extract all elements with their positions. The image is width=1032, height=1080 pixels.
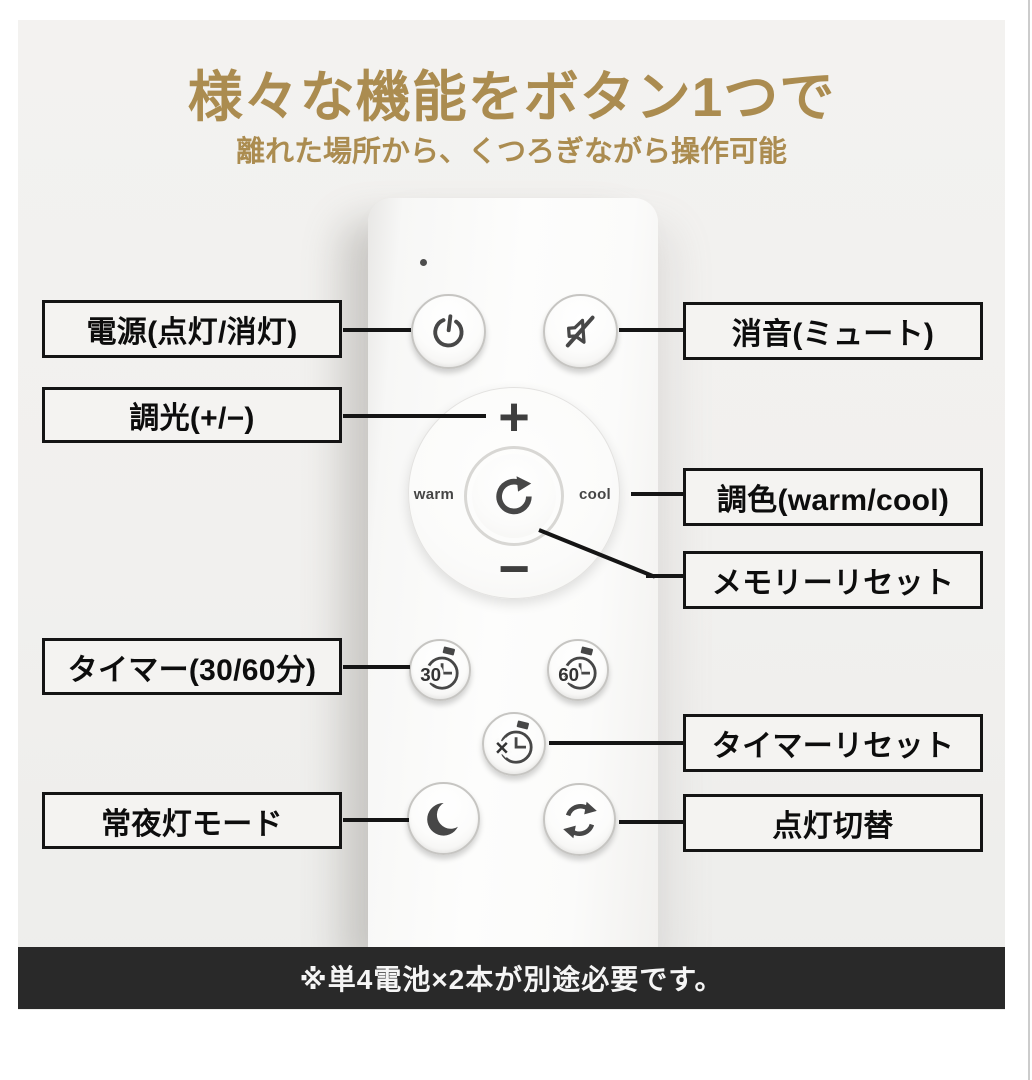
leader-line-power — [343, 328, 411, 332]
label-light-switch-text: 点灯切替 — [772, 810, 894, 843]
leader-line-color-tuning — [631, 492, 685, 496]
page-subtitle: 離れた場所から、くつろぎながら操作可能 — [235, 136, 787, 168]
stopwatch-cancel-icon: × — [489, 719, 539, 769]
timer-30-button[interactable]: 30 — [409, 639, 471, 701]
leader-line-timer — [343, 665, 410, 669]
dim-plus-button[interactable]: + — [498, 387, 530, 447]
battery-note-text: ※単4電池×2本が別途必要です。 — [299, 964, 724, 995]
label-mute-text: 消音(ミュート) — [731, 318, 935, 351]
label-dimming: 調光(+/−) — [42, 387, 342, 443]
light-switch-button[interactable] — [543, 783, 616, 856]
label-timer: タイマー(30/60分) — [42, 638, 342, 695]
stopwatch-30-icon: 30 — [415, 645, 465, 695]
page-title: 様々な機能をボタン1つで — [187, 66, 836, 128]
night-mode-button[interactable] — [407, 782, 480, 855]
label-night-mode: 常夜灯モード — [42, 792, 342, 849]
label-timer-text: タイマー(30/60分) — [67, 653, 317, 687]
label-night-mode-text: 常夜灯モード — [101, 807, 283, 841]
moon-icon — [418, 793, 469, 844]
svg-text:30: 30 — [420, 664, 441, 685]
power-icon — [427, 310, 470, 353]
dial-pad[interactable] — [408, 387, 620, 599]
label-dimming-text: 調光(+/−) — [129, 402, 255, 435]
leader-line-dimming — [343, 414, 486, 418]
power-button[interactable] — [411, 294, 486, 369]
label-power-text: 電源(点灯/消灯) — [86, 316, 298, 349]
cool-button[interactable]: cool — [578, 486, 612, 503]
mute-button[interactable] — [543, 294, 618, 369]
dial-inner-ring — [464, 446, 564, 546]
screen-edge-line — [1028, 0, 1030, 1080]
label-memory-reset-text: メモリーリセット — [711, 567, 955, 600]
label-memory-reset: メモリーリセット — [683, 551, 983, 609]
leader-line-night-mode — [343, 818, 409, 822]
cycle-arrows-icon — [559, 799, 601, 841]
label-power: 電源(点灯/消灯) — [42, 300, 342, 358]
leader-line-light-switch — [619, 820, 685, 824]
label-color-tuning-text: 調色(warm/cool) — [716, 484, 950, 517]
label-mute: 消音(ミュート) — [683, 302, 983, 360]
dim-minus-button[interactable]: − — [498, 539, 530, 599]
label-color-tuning: 調色(warm/cool) — [683, 468, 983, 526]
timer-reset-button[interactable]: × — [482, 712, 546, 776]
rotate-clockwise-icon — [492, 474, 536, 518]
mute-speaker-icon — [559, 310, 603, 354]
leader-line-timer-reset — [549, 741, 685, 745]
warm-button[interactable]: warm — [413, 486, 455, 503]
memory-reset-button[interactable] — [472, 454, 556, 538]
label-timer-reset: タイマーリセット — [683, 714, 983, 772]
battery-note-bar: ※単4電池×2本が別途必要です。 — [18, 947, 1005, 1009]
stopwatch-60-icon: 60 — [553, 645, 603, 695]
svg-text:60: 60 — [558, 664, 579, 685]
svg-text:×: × — [495, 734, 508, 760]
led-indicator — [420, 259, 427, 266]
label-timer-reset-text: タイマーリセット — [711, 730, 955, 763]
timer-60-button[interactable]: 60 — [547, 639, 609, 701]
leader-line-memory-reset — [646, 574, 685, 578]
label-light-switch: 点灯切替 — [683, 794, 983, 852]
leader-line-mute — [619, 328, 685, 332]
